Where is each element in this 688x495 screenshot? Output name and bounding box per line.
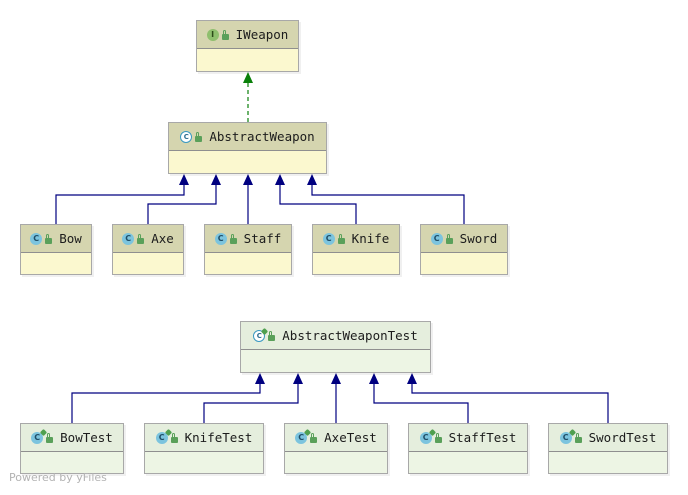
public-visibility-icon bbox=[195, 131, 203, 142]
implements-arrowhead-abstractweapon-to-iweapon bbox=[243, 72, 253, 83]
class-node-header: I IWeapon bbox=[197, 21, 298, 49]
class-node-stafftest[interactable]: C StaffTest bbox=[408, 423, 528, 474]
class-name-label: SwordTest bbox=[588, 430, 657, 445]
class-node-header: C Staff bbox=[205, 225, 291, 253]
test-class-icon: C bbox=[155, 431, 168, 444]
public-visibility-icon bbox=[46, 432, 54, 443]
class-node-members bbox=[409, 452, 527, 473]
public-visibility-icon bbox=[268, 330, 276, 341]
extends-arrowhead-bow-to-abstractweapon bbox=[179, 174, 189, 185]
class-icon: C bbox=[30, 232, 43, 245]
extends-edge-sword-to-abstractweapon bbox=[311, 185, 465, 224]
class-node-header: C Knife bbox=[313, 225, 399, 253]
class-node-knifetest[interactable]: C KnifeTest bbox=[144, 423, 264, 474]
extends-arrowhead-swordtest-to-abstractweapontest bbox=[407, 373, 417, 384]
class-node-members bbox=[145, 452, 263, 473]
extends-arrowhead-knifetest-to-abstractweapontest bbox=[293, 373, 303, 384]
test-class-icon: C bbox=[31, 431, 44, 444]
class-node-header: C Axe bbox=[113, 225, 183, 253]
test-class-icon: C bbox=[559, 431, 572, 444]
class-node-header: C Bow bbox=[21, 225, 91, 253]
class-icon: C bbox=[430, 232, 443, 245]
class-node-knife[interactable]: C Knife bbox=[312, 224, 400, 275]
test-class-icon: C bbox=[419, 431, 432, 444]
extends-arrowhead-axetest-to-abstractweapontest bbox=[331, 373, 341, 384]
class-name-label: BowTest bbox=[60, 430, 113, 445]
extends-arrowhead-knife-to-abstractweapon bbox=[275, 174, 285, 185]
public-visibility-icon bbox=[574, 432, 582, 443]
class-node-members bbox=[205, 253, 291, 274]
extends-arrowhead-stafftest-to-abstractweapontest bbox=[369, 373, 379, 384]
class-node-axetest[interactable]: C AxeTest bbox=[284, 423, 388, 474]
class-node-bowtest[interactable]: C BowTest bbox=[20, 423, 124, 474]
public-visibility-icon bbox=[229, 233, 237, 244]
class-node-header: C AbstractWeapon bbox=[169, 123, 326, 151]
class-node-members bbox=[421, 253, 507, 274]
class-node-members bbox=[313, 253, 399, 274]
class-icon: C bbox=[214, 232, 227, 245]
class-node-axe[interactable]: C Axe bbox=[112, 224, 184, 275]
class-node-members bbox=[285, 452, 387, 473]
class-node-sword[interactable]: C Sword bbox=[420, 224, 508, 275]
class-icon: C bbox=[322, 232, 335, 245]
class-node-header: C StaffTest bbox=[409, 424, 527, 452]
class-node-members bbox=[21, 452, 123, 473]
class-name-label: AbstractWeapon bbox=[209, 129, 315, 144]
public-visibility-icon bbox=[310, 432, 318, 443]
extends-arrowhead-bowtest-to-abstractweapontest bbox=[255, 373, 265, 384]
class-name-label: KnifeTest bbox=[184, 430, 253, 445]
extends-edge-stafftest-to-abstractweapontest bbox=[373, 384, 469, 423]
class-name-label: AbstractWeaponTest bbox=[282, 328, 418, 343]
class-node-swordtest[interactable]: C SwordTest bbox=[548, 423, 668, 474]
class-node-abstractweapon[interactable]: C AbstractWeapon bbox=[168, 122, 327, 174]
extends-arrowhead-sword-to-abstractweapon bbox=[307, 174, 317, 185]
extends-arrowhead-axe-to-abstractweapon bbox=[211, 174, 221, 185]
abstract-class-icon: C bbox=[180, 130, 193, 143]
class-node-bow[interactable]: C Bow bbox=[20, 224, 92, 275]
public-visibility-icon bbox=[445, 233, 453, 244]
class-name-label: Knife bbox=[351, 231, 390, 246]
public-visibility-icon bbox=[137, 233, 145, 244]
class-node-members bbox=[197, 49, 298, 71]
class-node-iweapon[interactable]: I IWeapon bbox=[196, 20, 299, 72]
class-name-label: Staff bbox=[243, 231, 282, 246]
class-node-members bbox=[21, 253, 91, 274]
extends-edge-bow-to-abstractweapon bbox=[55, 185, 185, 224]
class-node-header: C Sword bbox=[421, 225, 507, 253]
extends-edge-knifetest-to-abstractweapontest bbox=[203, 384, 299, 423]
test-class-icon: C bbox=[295, 431, 308, 444]
class-icon: C bbox=[122, 232, 135, 245]
extends-edge-axe-to-abstractweapon bbox=[147, 185, 217, 224]
class-name-label: StaffTest bbox=[448, 430, 517, 445]
powered-by-footer: Powered by yFiles bbox=[9, 471, 107, 484]
class-node-header: C BowTest bbox=[21, 424, 123, 452]
class-node-header: C SwordTest bbox=[549, 424, 667, 452]
class-node-members bbox=[549, 452, 667, 473]
extends-edge-bowtest-to-abstractweapontest bbox=[71, 384, 261, 423]
class-name-label: Sword bbox=[459, 231, 498, 246]
class-node-header: C AbstractWeaponTest bbox=[241, 322, 430, 350]
class-name-label: AxeTest bbox=[324, 430, 377, 445]
class-node-header: C KnifeTest bbox=[145, 424, 263, 452]
class-name-label: Bow bbox=[59, 231, 82, 246]
class-node-abstractweapontest[interactable]: C AbstractWeaponTest bbox=[240, 321, 431, 373]
class-node-staff[interactable]: C Staff bbox=[204, 224, 292, 275]
class-node-header: C AxeTest bbox=[285, 424, 387, 452]
extends-edge-swordtest-to-abstractweapontest bbox=[411, 384, 609, 423]
class-name-label: Axe bbox=[151, 231, 174, 246]
class-name-label: IWeapon bbox=[235, 27, 289, 42]
class-node-members bbox=[169, 151, 326, 173]
extends-arrowhead-staff-to-abstractweapon bbox=[243, 174, 253, 185]
abstract-test-class-icon: C bbox=[253, 329, 266, 342]
public-visibility-icon bbox=[337, 233, 345, 244]
public-visibility-icon bbox=[434, 432, 442, 443]
public-visibility-icon bbox=[45, 233, 53, 244]
interface-icon: I bbox=[206, 28, 219, 41]
public-visibility-icon bbox=[221, 29, 229, 40]
extends-edge-knife-to-abstractweapon bbox=[279, 185, 357, 224]
public-visibility-icon bbox=[170, 432, 178, 443]
class-node-members bbox=[113, 253, 183, 274]
class-node-members bbox=[241, 350, 430, 372]
